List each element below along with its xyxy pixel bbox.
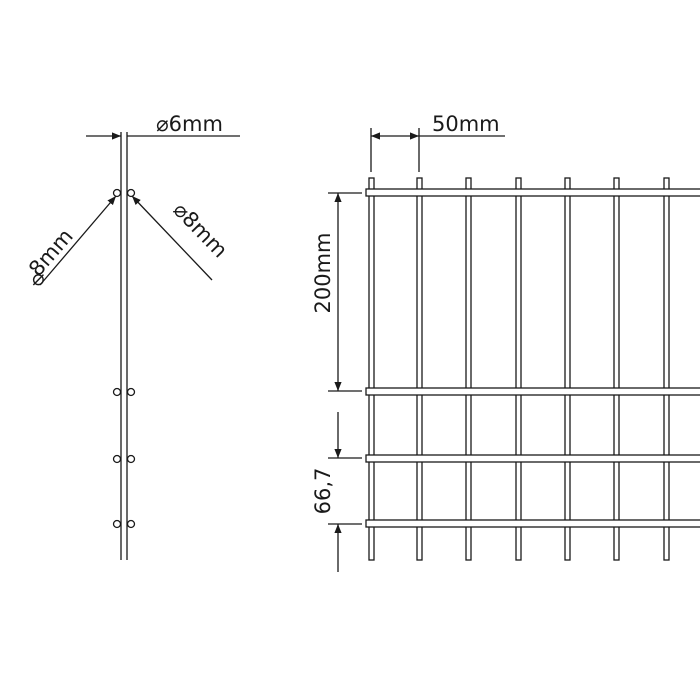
dim-8mm-right-leader bbox=[131, 195, 213, 281]
label-50mm: 50mm bbox=[432, 112, 500, 136]
horizontal-wire bbox=[365, 387, 700, 396]
vertical-wires bbox=[368, 177, 670, 561]
label-8mm-right-group: ⌀8mm bbox=[168, 198, 232, 263]
side-section-view bbox=[39, 132, 240, 560]
horizontal-wire bbox=[365, 188, 700, 197]
dim-8mm-left-leader bbox=[39, 195, 117, 286]
vertical-wire bbox=[515, 177, 522, 561]
label-667-group: 66,7 bbox=[311, 468, 335, 515]
horizontal-wires bbox=[365, 188, 700, 528]
wire-pair-top bbox=[112, 188, 136, 198]
vertical-wire bbox=[663, 177, 670, 561]
vertical-wire bbox=[416, 177, 423, 561]
front-mesh-view bbox=[328, 128, 700, 572]
wire-pair bbox=[112, 454, 136, 464]
wire-pair bbox=[112, 387, 136, 397]
horizontal-wire bbox=[365, 519, 700, 528]
label-200mm: 200mm bbox=[311, 233, 335, 314]
vertical-wire bbox=[465, 177, 472, 561]
horizontal-wire bbox=[365, 454, 700, 463]
label-6mm: ⌀6mm bbox=[156, 112, 223, 136]
label-8mm-right: ⌀8mm bbox=[168, 198, 232, 263]
diameter-symbol-left: ⌀ bbox=[32, 266, 45, 290]
vertical-wire bbox=[564, 177, 571, 561]
label-66-7: 66,7 bbox=[311, 468, 335, 515]
label-200mm-group: 200mm bbox=[311, 233, 335, 314]
vertical-wire bbox=[613, 177, 620, 561]
wire-pair bbox=[112, 519, 136, 529]
vertical-wire bbox=[368, 177, 375, 561]
